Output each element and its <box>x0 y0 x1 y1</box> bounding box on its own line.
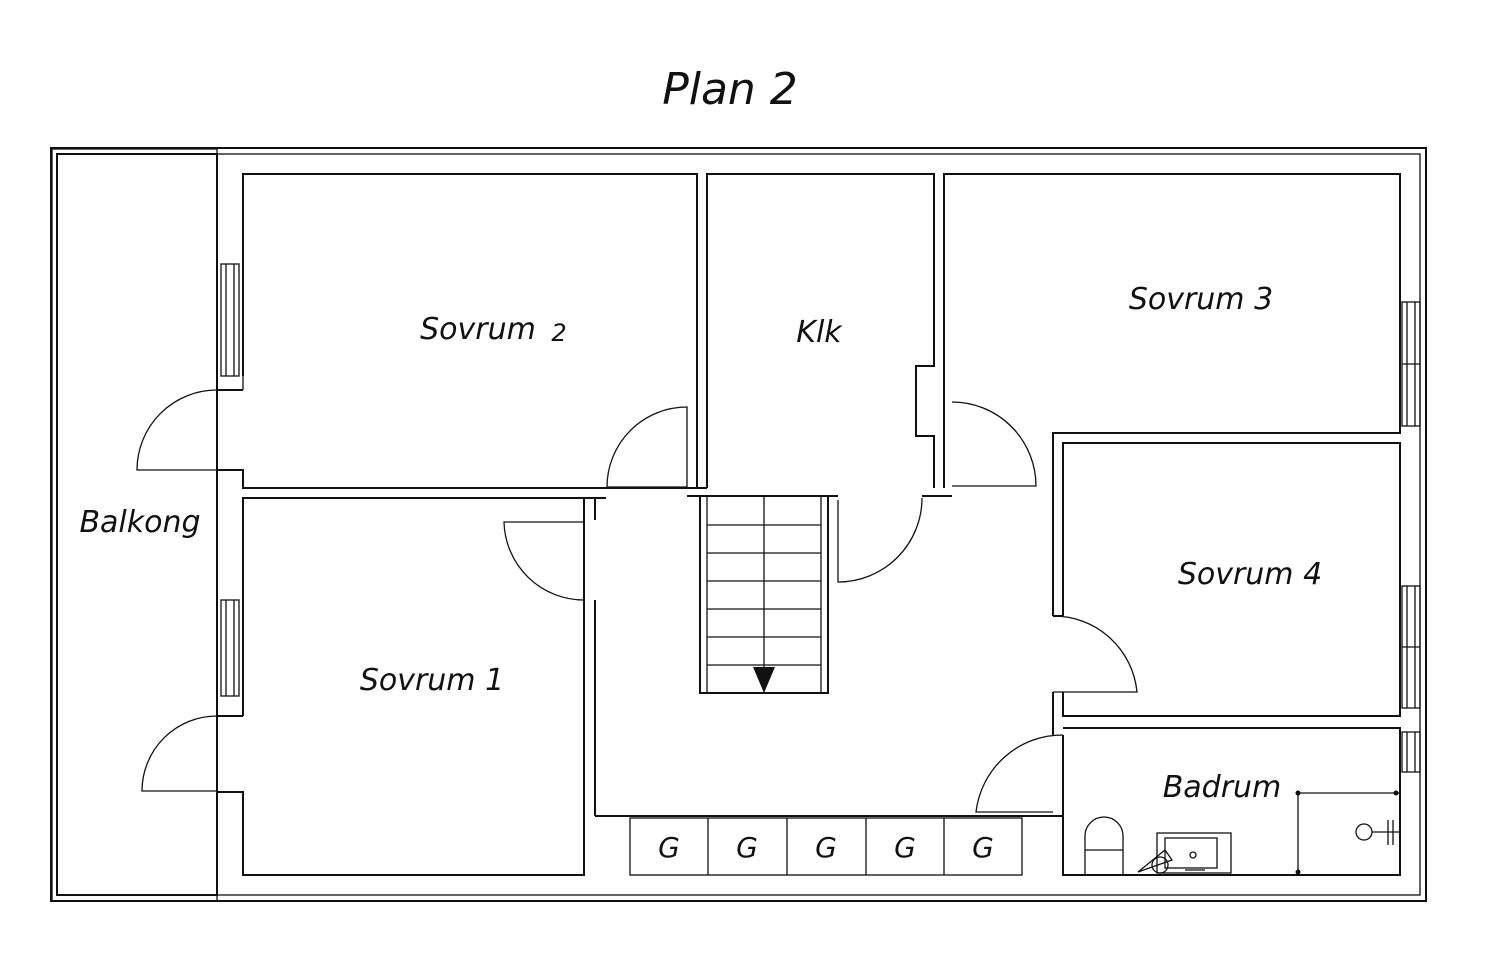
bedroom-3 <box>922 173 1401 497</box>
room-label-bathroom: Badrum <box>1163 770 1282 805</box>
windows <box>220 263 1421 773</box>
door-swings <box>136 389 1138 813</box>
wardrobe-label: G <box>658 831 680 864</box>
room-label-bedroom-3: Sovrum 3 <box>1129 282 1273 317</box>
wardrobes: G G G G G <box>629 817 1023 876</box>
plan-title: Plan 2 <box>662 64 798 115</box>
room-label-bedroom-4: Sovrum 4 <box>1178 557 1322 592</box>
shower-icon <box>1295 790 1400 875</box>
balcony <box>51 148 218 902</box>
staircase <box>699 495 829 694</box>
stair-arrow-icon <box>753 667 775 693</box>
room-label-balcony: Balkong <box>79 505 200 540</box>
wardrobe-label: G <box>815 831 837 864</box>
washing-machine-icon <box>1137 849 1174 874</box>
room-label-closet: Klk <box>796 315 843 350</box>
bathroom <box>595 727 1401 876</box>
toilet-icon <box>1084 816 1124 875</box>
wardrobe-label: G <box>972 831 994 864</box>
room-label-bedroom-1: Sovrum 1 <box>360 663 504 698</box>
room-label-bedroom-2: Sovrum <box>420 312 536 347</box>
wardrobe-label: G <box>736 831 758 864</box>
room-label-bedroom-2-number: 2 <box>551 319 566 347</box>
wardrobe-label: G <box>894 831 916 864</box>
sink-icon <box>1156 832 1232 874</box>
